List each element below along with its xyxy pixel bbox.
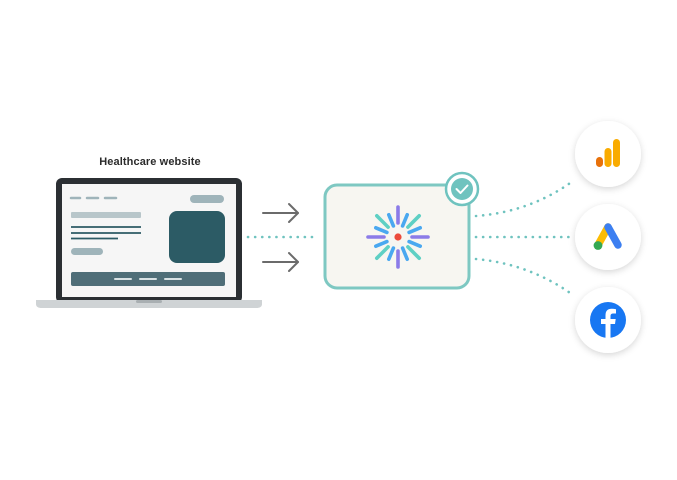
burst-ray xyxy=(373,226,389,235)
dotted-connector xyxy=(474,257,575,297)
burst-ray xyxy=(374,214,390,229)
burst-ray xyxy=(400,213,410,228)
burst-ray xyxy=(374,245,390,261)
burst-ray xyxy=(373,239,389,248)
google-analytics-icon xyxy=(575,121,641,187)
hub-box xyxy=(323,183,471,290)
google-ads-icon xyxy=(575,204,641,270)
burst-ray xyxy=(407,226,423,235)
burst-logo-icon xyxy=(366,205,430,269)
laptop-icon xyxy=(36,178,262,308)
burst-ray xyxy=(400,246,410,262)
arrow-icon xyxy=(262,203,299,223)
dotted-connector xyxy=(474,179,575,218)
burst-ray xyxy=(406,245,422,261)
facebook-icon xyxy=(575,287,641,353)
website-label: Healthcare website xyxy=(99,156,201,168)
website-mockup xyxy=(69,195,225,286)
burst-ray xyxy=(406,214,422,229)
burst-ray xyxy=(386,246,396,262)
arrow-icon xyxy=(262,252,299,272)
check-badge-icon xyxy=(444,171,480,207)
burst-ray xyxy=(407,239,423,248)
burst-center-dot xyxy=(394,233,402,241)
burst-ray xyxy=(386,213,396,228)
